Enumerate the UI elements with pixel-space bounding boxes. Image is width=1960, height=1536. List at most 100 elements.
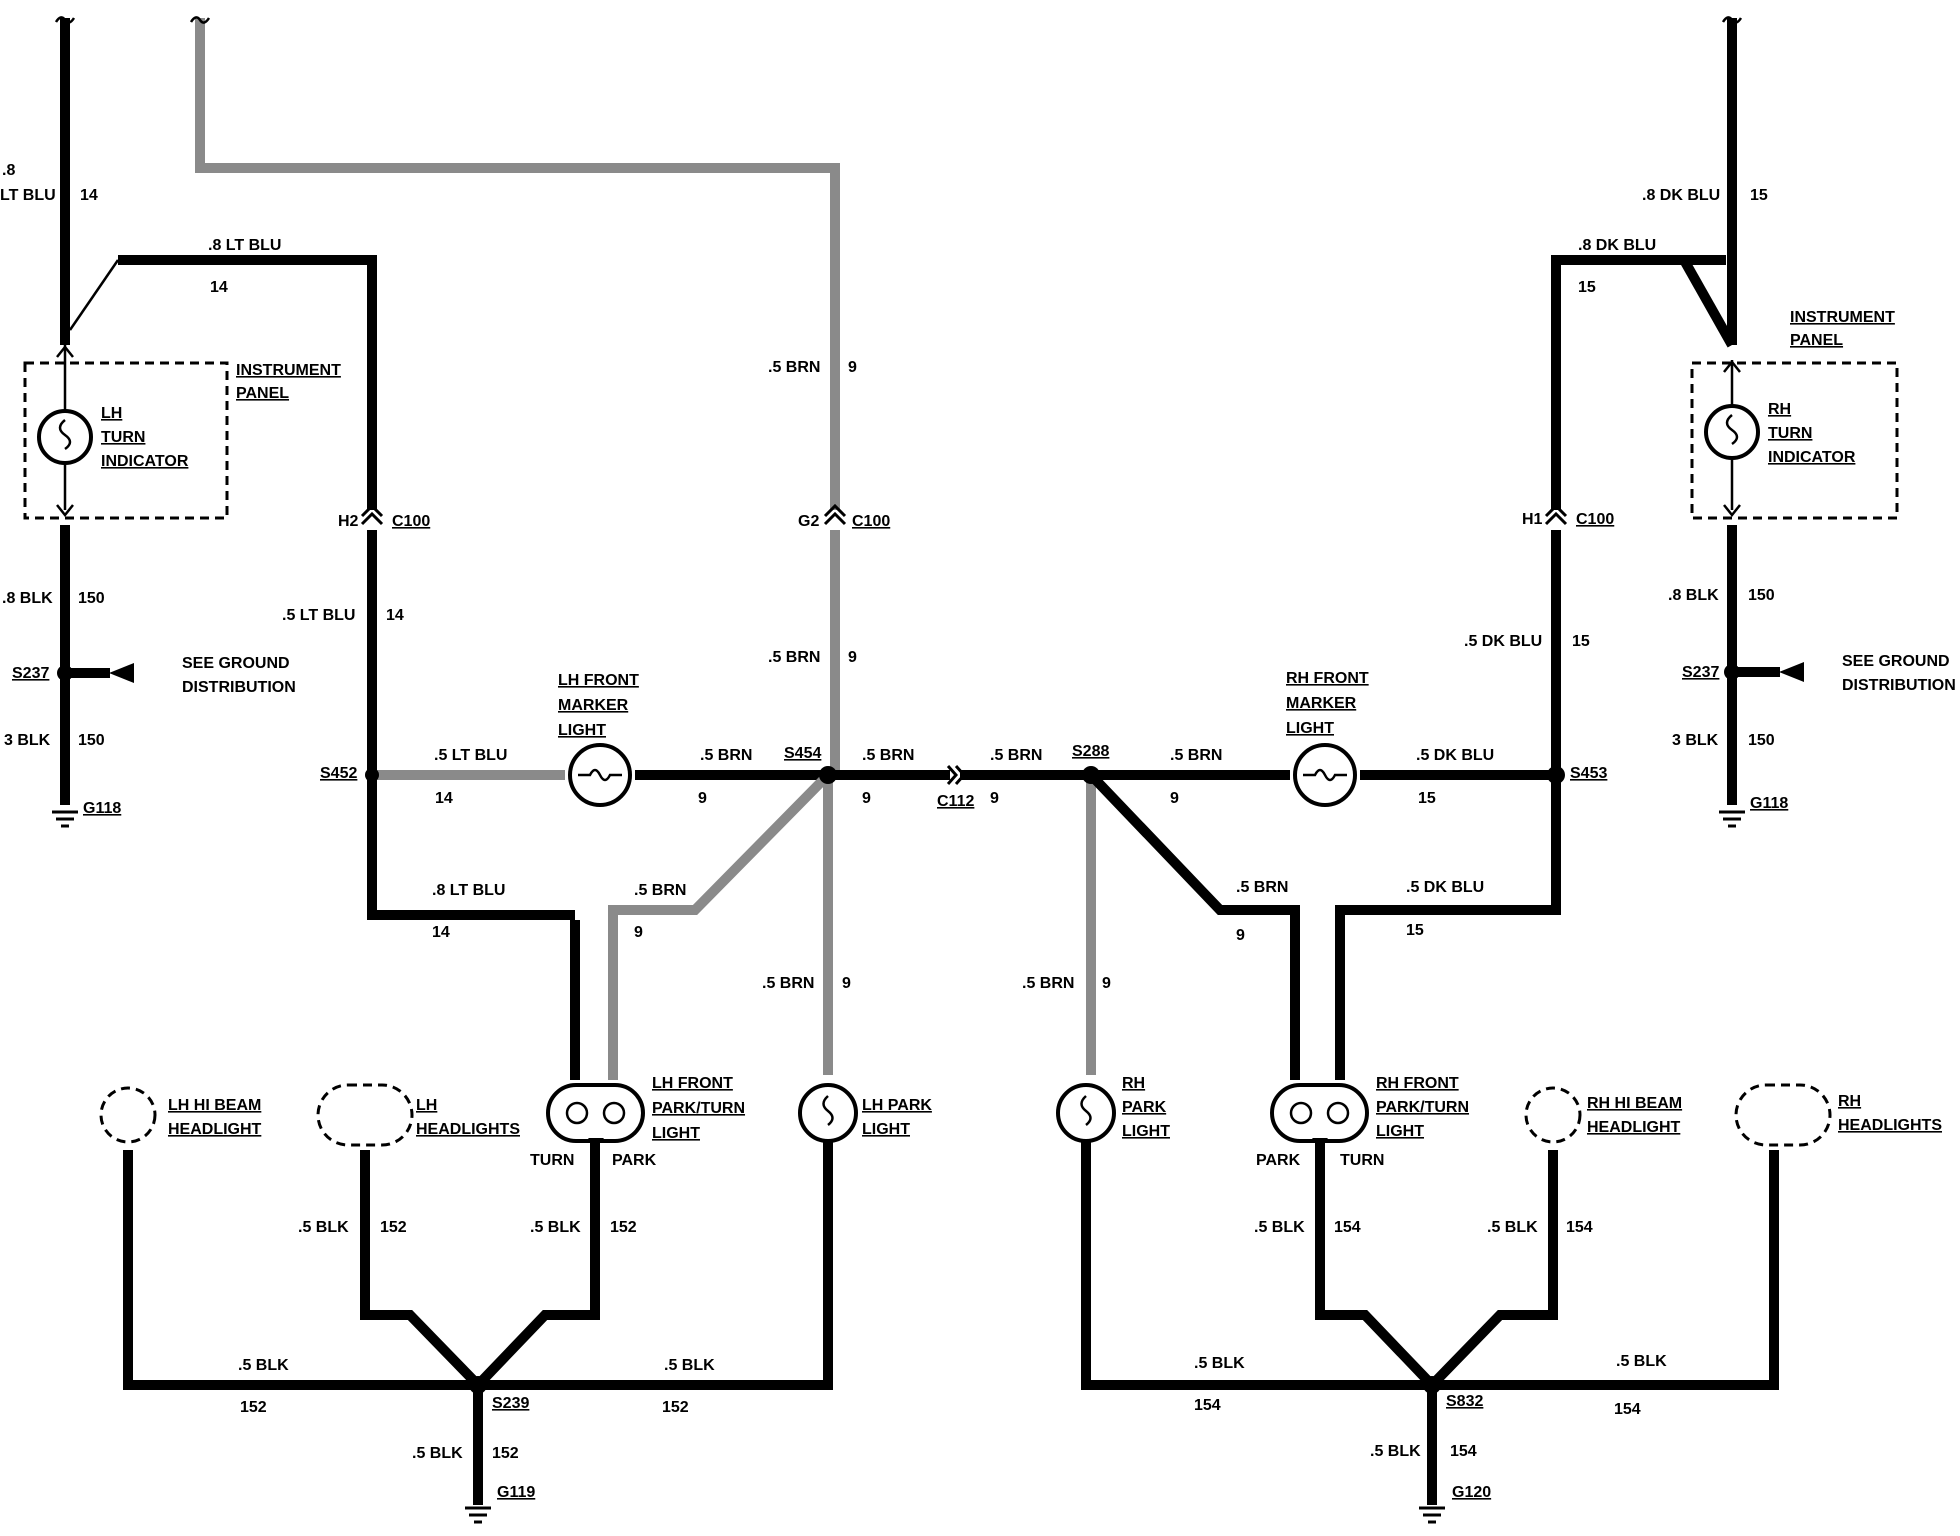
- ground-symbol-g118-right: [1719, 810, 1745, 828]
- component-label: INDICATOR: [1768, 449, 1856, 466]
- component-label: INSTRUMENT: [236, 362, 341, 379]
- wire-label: .5 BLK: [530, 1219, 581, 1236]
- wire-label: .8 BLK: [2, 590, 53, 607]
- wire-dk-blu-diag: [1679, 257, 1737, 348]
- splice-s453: [1547, 766, 1565, 784]
- terminal-label: TURN: [530, 1152, 574, 1169]
- circuit-number: 154: [1334, 1219, 1361, 1236]
- wire-label: LT BLU: [0, 187, 56, 204]
- ground-arrow-right: [1779, 662, 1804, 682]
- connector-c100-left: [360, 503, 384, 526]
- component-label: LIGHT: [558, 722, 606, 739]
- component-label: LH: [416, 1097, 437, 1114]
- component-label: LIGHT: [1122, 1123, 1170, 1140]
- ground-label: G118: [83, 800, 121, 817]
- circuit-number: 154: [1450, 1443, 1477, 1460]
- splice-label: S452: [320, 765, 357, 782]
- wire-label: .5 LT BLU: [282, 607, 355, 624]
- component-label: PARK: [1122, 1099, 1167, 1116]
- circuit-number: 9: [634, 924, 643, 941]
- component-label: MARKER: [558, 697, 629, 714]
- circuit-number: 15: [1572, 633, 1590, 650]
- circuit-number: 154: [1614, 1401, 1641, 1418]
- component-label: LIGHT: [1376, 1123, 1424, 1140]
- circuit-number: 154: [1194, 1397, 1221, 1414]
- circuit-number: 14: [210, 279, 228, 296]
- component-label: LIGHT: [1286, 720, 1334, 737]
- splice-label: S237: [12, 665, 49, 682]
- component-label: HEADLIGHT: [1587, 1119, 1681, 1136]
- circuit-number: 150: [1748, 732, 1775, 749]
- note-label: SEE GROUND: [182, 655, 290, 672]
- splice-s452: [365, 768, 379, 782]
- lh-front-park-turn-light: [546, 1083, 645, 1148]
- rh-front-marker-light: [1293, 743, 1357, 807]
- wire-label: .5 DK BLU: [1416, 747, 1494, 764]
- wire-label: .5 DK BLU: [1406, 879, 1484, 896]
- note-label: DISTRIBUTION: [1842, 677, 1956, 694]
- circuit-number: 9: [1102, 975, 1111, 992]
- wire-label: .5 BRN: [1022, 975, 1074, 992]
- connector-pin: H1: [1522, 511, 1543, 528]
- rh-front-park-turn-light: [1270, 1083, 1369, 1148]
- component-label: RH: [1768, 401, 1791, 418]
- component-label: PANEL: [236, 385, 289, 402]
- splice-label: S454: [784, 745, 821, 762]
- ground-label: G119: [497, 1484, 535, 1501]
- connector-label: C112: [937, 793, 974, 810]
- wire-label: .8 DK BLU: [1642, 187, 1720, 204]
- circuit-number: 152: [380, 1219, 407, 1236]
- wire-label: .5 BRN: [990, 747, 1042, 764]
- wire-label: .5 BLK: [1254, 1219, 1305, 1236]
- wire-blk-lh-head: [360, 1150, 482, 1389]
- component-label: RH FRONT: [1376, 1075, 1459, 1092]
- wire-label: .5 LT BLU: [434, 747, 507, 764]
- ground-symbol-g118-left: [52, 810, 78, 828]
- wire-label: .8 BLK: [1668, 587, 1719, 604]
- wire-label: .5 BRN: [700, 747, 752, 764]
- component-label: LH FRONT: [558, 672, 639, 689]
- component-label: HEADLIGHTS: [1838, 1117, 1942, 1134]
- wire-label: .8 LT BLU: [432, 882, 505, 899]
- circuit-number: 9: [698, 790, 707, 807]
- ground-arrow-left: [109, 663, 134, 683]
- component-label: LH HI BEAM: [168, 1097, 261, 1114]
- circuit-number: 152: [662, 1399, 689, 1416]
- ground-symbol-g119: [465, 1506, 491, 1524]
- lh-turn-indicator-bulb: [37, 344, 93, 518]
- wire-label: .5 BRN: [862, 747, 914, 764]
- wire-label: .5 DK BLU: [1464, 633, 1542, 650]
- component-label: LIGHT: [862, 1121, 910, 1138]
- instrument-panel-left-box: [23, 361, 229, 520]
- break-mark-1: [54, 16, 76, 24]
- wire-label: .5 BRN: [1170, 747, 1222, 764]
- circuit-number: 152: [610, 1219, 637, 1236]
- wire-lt-blu-diag: [68, 259, 120, 331]
- wire-label: .5 BRN: [634, 882, 686, 899]
- wire-label: .5 BRN: [762, 975, 814, 992]
- wire-dk-blu-upper: [1551, 255, 1726, 510]
- component-label: TURN: [101, 429, 145, 446]
- wire-label: .5 BLK: [1370, 1443, 1421, 1460]
- wire-blk-lh-hibeam: [123, 1150, 478, 1390]
- component-label: RH: [1838, 1093, 1861, 1110]
- wire-label: .5 BLK: [664, 1357, 715, 1374]
- wire-label: .5 BLK: [1487, 1219, 1538, 1236]
- wire-brn-rh-pt: [1087, 771, 1300, 1080]
- wire-lt-blu-lower: [367, 530, 575, 920]
- connector-label: C100: [852, 513, 890, 530]
- splice-s288: [1082, 766, 1100, 784]
- splice-label: S832: [1446, 1393, 1483, 1410]
- connector-label: C100: [392, 513, 430, 530]
- terminal-label: PARK: [612, 1152, 657, 1169]
- circuit-number: 154: [1566, 1219, 1593, 1236]
- circuit-number: 14: [432, 924, 450, 941]
- circuit-number: 9: [862, 790, 871, 807]
- lh-hi-beam-headlight: [99, 1086, 157, 1144]
- wire-label: .8: [2, 162, 15, 179]
- break-mark-3: [1721, 16, 1743, 24]
- circuit-number: 14: [435, 790, 453, 807]
- ground-label: G118: [1750, 795, 1788, 812]
- connector-c100-right: [1544, 503, 1568, 526]
